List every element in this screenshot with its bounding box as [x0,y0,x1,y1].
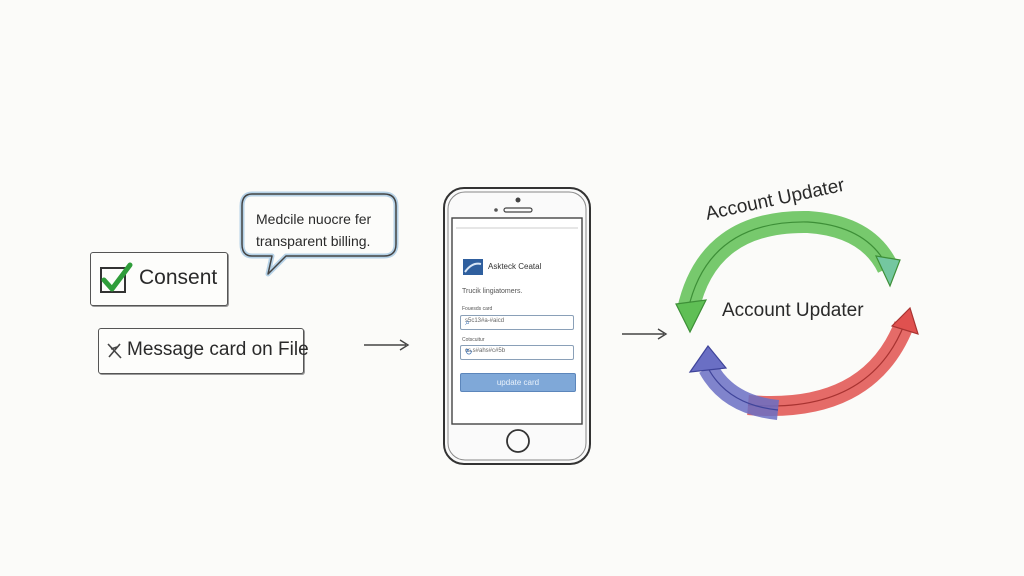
app-name: Askteck Ceatal [488,262,542,271]
account-updater-cycle [675,210,919,420]
speech-bubble-line2: transparent billing. [256,233,371,249]
customer-value: cs.s#ahs#c#5b [465,348,506,354]
speech-bubble [239,191,399,277]
message-card-label: Message card on File [127,339,309,360]
refresh-icon: ↻ [465,347,473,357]
update-card-button[interactable]: update card [460,373,576,392]
checkbox-checked-icon [100,262,133,293]
customer-field[interactable]: cs.s#ahs#c#5b ↻ [460,345,574,360]
card-number-field[interactable]: s5c13#a-#aicd ⌕ [460,315,574,330]
cycle-center-label: Account Updater [722,300,864,321]
card-number-value: s5c13#a-#aicd [465,318,505,324]
arrow-right-icon [622,328,668,340]
app-subtitle: Trucik lingiatomers. [462,288,523,295]
app-logo-icon [463,259,483,275]
arrow-right-icon [364,339,410,351]
x-mark-icon [107,343,122,359]
speech-bubble-line1: Medcile nuocre fer [256,211,372,227]
search-icon: ⌕ [465,317,471,327]
consent-label: Consent [139,266,218,289]
field1-label: Fouesds card [462,306,493,312]
message-card-box[interactable]: Message card on File [98,328,309,374]
speech-bubble-text: Medcile nuocre fer transparent billing. [256,208,386,252]
field2-label: Cotscuitur [462,337,485,343]
consent-box[interactable]: Consent [90,252,228,306]
